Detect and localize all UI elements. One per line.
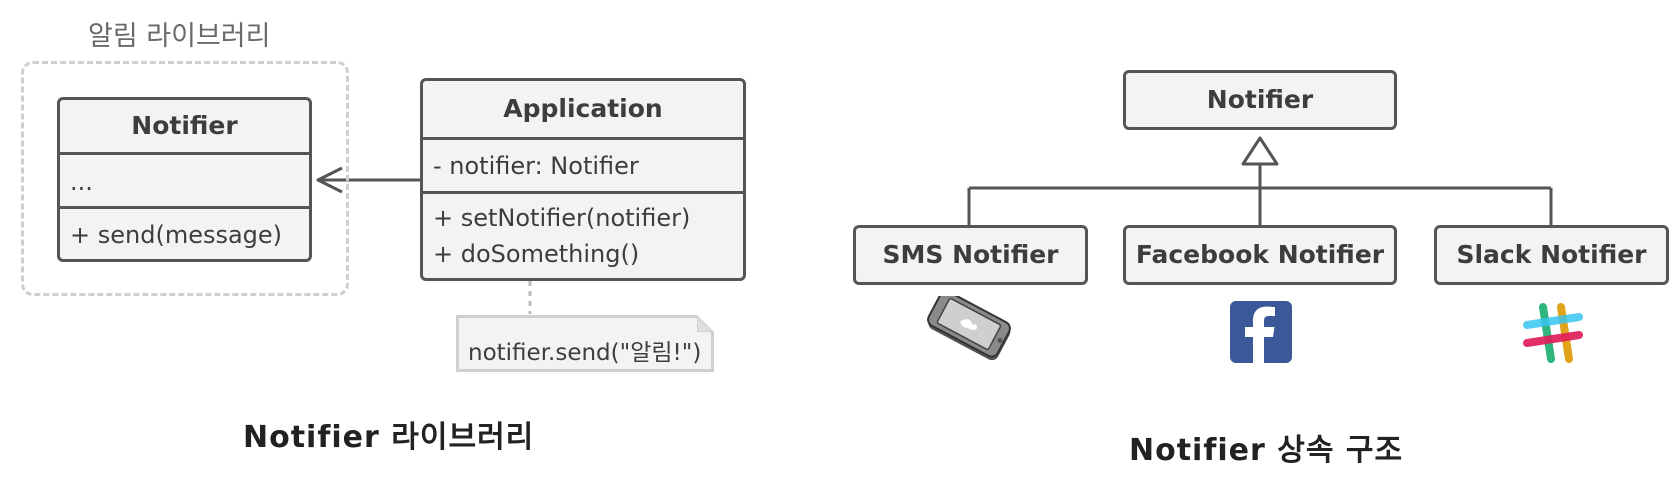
slack-icon xyxy=(1523,303,1583,363)
method-do-something: + doSomething() xyxy=(433,240,640,268)
notifier-class-box: Notifier ... + send(message) xyxy=(57,97,312,262)
application-class-box: Application - notifier: Notifier + setNo… xyxy=(420,78,746,281)
phone-icon xyxy=(927,296,1011,360)
group-label: 알림 라이브러리 xyxy=(88,21,271,52)
sms-notifier-class-name: SMS Notifier xyxy=(882,240,1059,269)
library-group-border xyxy=(21,61,349,296)
notifier-class-fields: ... xyxy=(60,152,309,206)
inheritance-triangle xyxy=(1241,136,1279,166)
notifier-class-methods: + send(message) xyxy=(60,206,309,259)
association-arrowhead xyxy=(316,166,343,194)
application-class-methods: + setNotifier(notifier) + doSomething() xyxy=(423,191,743,278)
base-notifier-class-name: Notifier xyxy=(1206,85,1314,114)
inheritance-caption: Notifier 상속 구조 xyxy=(1129,433,1404,468)
note-fold-corner xyxy=(697,315,714,332)
slack-notifier-class-box: Slack Notifier xyxy=(1434,225,1669,285)
code-note: notifier.send("알림!") xyxy=(456,315,714,372)
facebook-icon xyxy=(1230,301,1292,363)
library-caption: Notifier 라이브러리 xyxy=(243,420,535,455)
application-class-fields: - notifier: Notifier xyxy=(423,137,743,191)
method-set-notifier: + setNotifier(notifier) xyxy=(433,204,691,232)
base-notifier-class-box: Notifier xyxy=(1123,70,1397,130)
facebook-notifier-class-box: Facebook Notifier xyxy=(1123,225,1397,285)
application-class-name: Application xyxy=(503,94,663,123)
facebook-notifier-class-name: Facebook Notifier xyxy=(1135,240,1385,269)
sms-notifier-class-box: SMS Notifier xyxy=(853,225,1088,285)
notifier-class-name: Notifier xyxy=(131,111,238,140)
slack-notifier-class-name: Slack Notifier xyxy=(1456,240,1647,269)
